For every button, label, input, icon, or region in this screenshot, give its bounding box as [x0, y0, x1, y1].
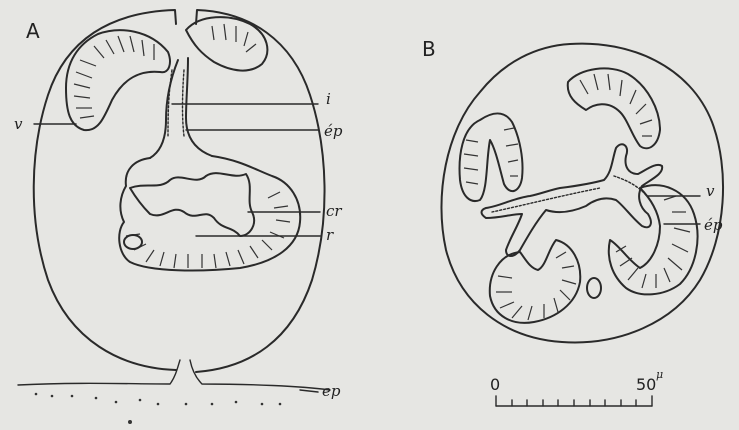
panel-a-lower-hatching — [126, 192, 290, 268]
panel-a: A — [14, 10, 343, 424]
panel-a-left-lobe-hatching — [74, 36, 154, 118]
panel-b-label-v: v — [706, 182, 715, 200]
panel-a-label: A — [26, 19, 40, 43]
panel-a-label-r: r — [326, 226, 334, 244]
panel-b-lobe-upper-left-hatching — [464, 128, 518, 184]
panel-a-right-lobe-hatching — [212, 24, 256, 52]
panel-b-lobe-upper-left — [460, 114, 523, 202]
panel-b: B — [422, 37, 723, 342]
panel-a-label-cr: cr — [326, 202, 342, 220]
panel-a-central-canal-left-wall — [150, 60, 178, 158]
panel-a-epidermis-dots — [35, 393, 282, 424]
panel-a-leader-bottom-ep — [300, 390, 318, 392]
panel-a-label-ep: ép — [324, 122, 343, 140]
scale-bar-start-label: 0 — [490, 375, 500, 394]
panel-a-epidermis — [18, 360, 330, 390]
panel-b-label: B — [422, 37, 436, 61]
panel-a-outer-wall — [34, 10, 325, 372]
scale-bar-ticks — [496, 396, 652, 406]
panel-a-central-canal-right-wall — [186, 58, 212, 156]
panel-a-label-i: i — [326, 90, 331, 108]
panel-a-crista — [130, 173, 254, 236]
panel-a-canal-epithelium — [168, 70, 184, 136]
panel-b-canal-epithelium — [492, 176, 650, 212]
panel-a-small-vessel — [124, 235, 142, 249]
scale-bar-end-label: 50 — [636, 375, 656, 394]
panel-b-lobe-right — [609, 185, 698, 294]
panel-b-central-canal — [482, 144, 663, 256]
panel-a-label-bottom-ep: ep — [322, 382, 341, 400]
panel-a-label-v: v — [14, 115, 23, 133]
scale-bar-unit-label: μ — [656, 368, 663, 381]
panel-b-label-ep: ép — [704, 216, 723, 234]
panel-b-small-vessel — [587, 278, 601, 298]
scale-bar: 0 50 μ — [490, 368, 663, 406]
